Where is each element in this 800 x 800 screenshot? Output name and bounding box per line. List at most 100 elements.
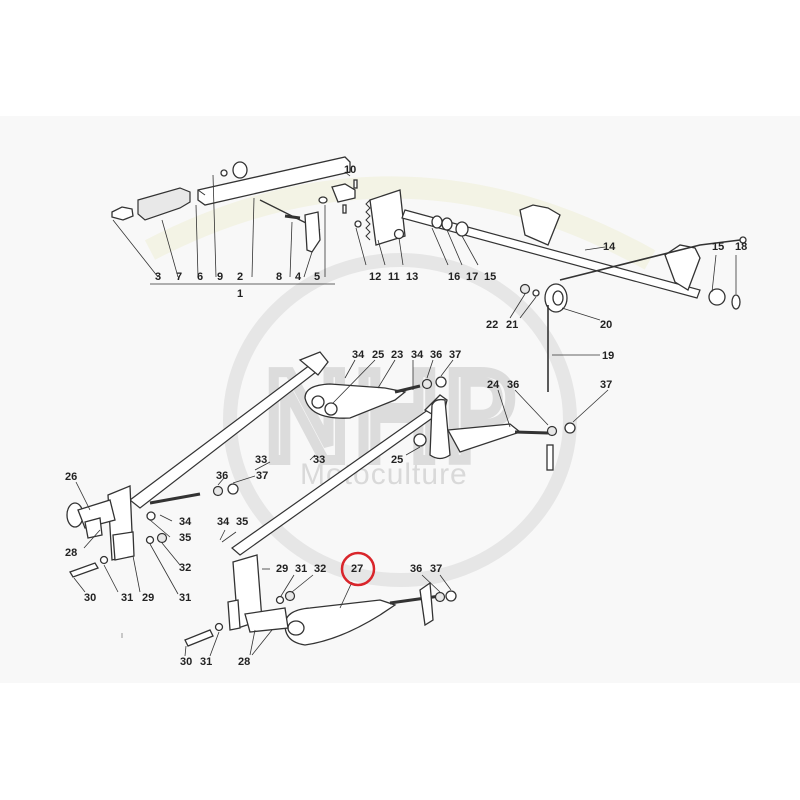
- label-part-26[interactable]: 26: [65, 471, 77, 483]
- handle-lever-assembly: [111, 156, 747, 392]
- watermark-logo: NHP: [262, 350, 514, 489]
- label-part-35-left[interactable]: 35: [179, 532, 191, 544]
- screw-part-12: [354, 220, 362, 228]
- nut-part-37-left: [227, 483, 239, 495]
- quadrant-left: [519, 204, 561, 246]
- label-part-33-left[interactable]: 33: [255, 454, 267, 466]
- label-part-32-left[interactable]: 32: [179, 562, 191, 574]
- nut-part-37-top: [435, 376, 447, 388]
- label-part-37-bottom[interactable]: 37: [430, 563, 442, 575]
- label-part-34-left[interactable]: 34: [179, 516, 192, 528]
- leader-lines: [73, 171, 737, 657]
- label-part-11[interactable]: 11: [388, 271, 400, 283]
- label-part-13[interactable]: 13: [406, 271, 418, 283]
- label-part-24[interactable]: 24: [487, 379, 500, 391]
- label-part-33-center[interactable]: 33: [313, 454, 325, 466]
- label-part-36-left[interactable]: 36: [216, 470, 228, 482]
- washer-part-25-top: [324, 402, 338, 416]
- bushing-part-28-left: [84, 517, 103, 539]
- label-part-30-left[interactable]: 30: [84, 592, 96, 604]
- nut-part-13: [393, 228, 405, 240]
- label-part-17[interactable]: 17: [466, 271, 478, 283]
- label-part-29-left[interactable]: 29: [142, 592, 154, 604]
- bolt-part-30-right: [184, 629, 214, 647]
- label-part-21[interactable]: 21: [506, 319, 518, 331]
- bushing-part-15: [455, 221, 469, 237]
- highlight-circle-part-27: [340, 551, 376, 587]
- label-part-9[interactable]: 9: [217, 271, 223, 283]
- nut-part-36-right: [546, 425, 558, 437]
- lever-bar-part-2: [197, 156, 351, 206]
- part-labels: 3 7 6 9 2 8 4 5 1 10 12 11 13 16 17 15 1…: [65, 164, 747, 668]
- label-group-1[interactable]: 1: [237, 288, 243, 300]
- label-part-5[interactable]: 5: [314, 271, 320, 283]
- label-part-25-mid[interactable]: 25: [391, 454, 403, 466]
- label-part-6[interactable]: 6: [197, 271, 203, 283]
- label-part-4[interactable]: 4: [295, 271, 302, 283]
- label-part-36-top[interactable]: 36: [430, 349, 442, 361]
- label-part-27[interactable]: 27: [351, 563, 363, 575]
- label-part-29-right[interactable]: 29: [276, 563, 288, 575]
- label-part-35-mid[interactable]: 35: [236, 516, 248, 528]
- label-part-31-left-a[interactable]: 31: [121, 592, 133, 604]
- linkage-assembly: [66, 351, 576, 647]
- washer-part-31-left: [145, 535, 155, 545]
- label-part-22[interactable]: 22: [486, 319, 498, 331]
- label-part-10[interactable]: 10: [344, 164, 356, 176]
- label-part-15-top[interactable]: 15: [484, 271, 496, 283]
- nut-part-36-bottom: [434, 591, 446, 603]
- label-part-25-top[interactable]: 25: [372, 349, 384, 361]
- shaft-part-14: [401, 209, 701, 299]
- label-part-37-left[interactable]: 37: [256, 470, 268, 482]
- cable: [559, 239, 741, 281]
- washer-part-17: [441, 217, 453, 231]
- label-part-12[interactable]: 12: [369, 271, 381, 283]
- bushing-part-15-right: [708, 288, 726, 306]
- bolt-part-30-left: [69, 562, 99, 578]
- label-part-28-left[interactable]: 28: [65, 547, 77, 559]
- nut-part-37-bottom: [445, 590, 457, 602]
- label-part-37-top[interactable]: 37: [449, 349, 461, 361]
- handle-cap-part-3: [111, 206, 134, 221]
- bracket-arm-24: [429, 398, 451, 460]
- label-part-14[interactable]: 14: [603, 241, 616, 253]
- nut-part-36-left: [212, 485, 224, 497]
- label-part-3[interactable]: 3: [155, 271, 161, 283]
- quadrant-right: [664, 244, 701, 291]
- watermark: NHP Motoculture: [144, 176, 656, 587]
- arm-part-27: [284, 599, 397, 646]
- nut-part-32-left: [156, 532, 168, 544]
- nut-part-22: [519, 283, 531, 295]
- label-part-2[interactable]: 2: [237, 271, 243, 283]
- label-part-19[interactable]: 19: [602, 350, 614, 362]
- label-part-34-top-b[interactable]: 34: [411, 349, 424, 361]
- label-part-16[interactable]: 16: [448, 271, 460, 283]
- label-part-30-right[interactable]: 30: [180, 656, 192, 668]
- label-part-34-top-a[interactable]: 34: [352, 349, 365, 361]
- label-part-7[interactable]: 7: [176, 271, 182, 283]
- bushing-part-16: [431, 215, 443, 229]
- label-part-31-right[interactable]: 31: [295, 563, 307, 575]
- washer-part-18: [731, 294, 741, 310]
- label-part-23[interactable]: 23: [391, 349, 403, 361]
- washer-part-31-right: [275, 595, 285, 605]
- label-part-15-right[interactable]: 15: [712, 241, 724, 253]
- pin-part-10: [331, 183, 356, 203]
- label-part-8[interactable]: 8: [276, 271, 282, 283]
- label-part-32-right[interactable]: 32: [314, 563, 326, 575]
- label-part-31-right-b[interactable]: 31: [200, 656, 212, 668]
- bracket-part-4: [304, 211, 321, 253]
- label-part-18[interactable]: 18: [735, 241, 747, 253]
- label-part-36-bottom[interactable]: 36: [410, 563, 422, 575]
- washer-part-21: [532, 289, 540, 297]
- label-part-34-mid[interactable]: 34: [217, 516, 230, 528]
- label-part-36-right[interactable]: 36: [507, 379, 519, 391]
- label-part-31-left-b[interactable]: 31: [179, 592, 191, 604]
- label-part-37-right[interactable]: 37: [600, 379, 612, 391]
- label-part-20[interactable]: 20: [600, 319, 612, 331]
- bushing-part-9: [232, 161, 248, 179]
- label-part-28-right[interactable]: 28: [238, 656, 250, 668]
- nut-part-37-right: [564, 422, 576, 434]
- nut-part-32-right: [284, 590, 296, 602]
- nut-part-36-top: [421, 378, 433, 390]
